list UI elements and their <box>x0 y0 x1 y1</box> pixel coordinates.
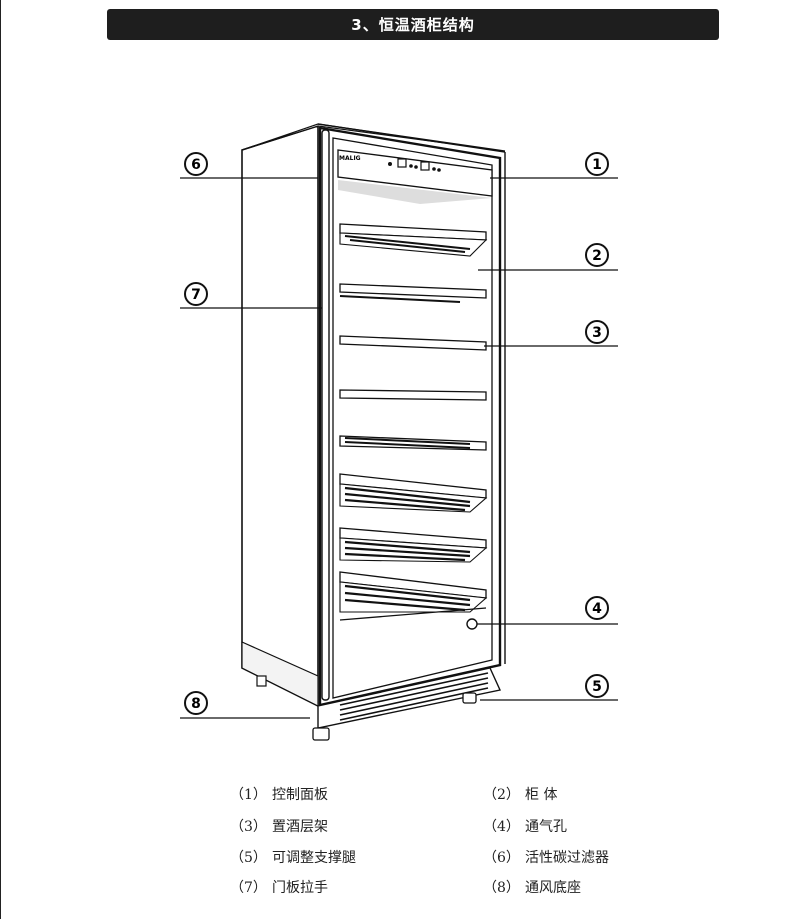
svg-text:6: 6 <box>191 157 201 173</box>
door-handle <box>321 129 330 701</box>
cabinet-door-frame <box>318 126 502 707</box>
legend-item-5: （5）可调整支撑腿 <box>230 850 356 866</box>
vent-hole <box>466 618 478 630</box>
legend-item-1: （1）控制面板 <box>230 787 328 803</box>
legend-item-2: （2）柜 体 <box>483 787 558 803</box>
front-foot-right <box>462 692 477 704</box>
svg-text:8: 8 <box>191 696 201 712</box>
cabinet-top <box>241 123 506 152</box>
legend-item-4: （4）通气孔 <box>483 819 567 835</box>
svg-text:3: 3 <box>592 325 602 341</box>
section-title-bar: 3、恒温酒柜结构 <box>107 9 719 40</box>
svg-text:4: 4 <box>592 601 602 617</box>
legend-item-8: （8）通风底座 <box>483 880 581 896</box>
page-left-border <box>0 0 1 919</box>
callout-badge-3: 3 <box>585 320 609 344</box>
callout-badge-6: 6 <box>184 152 208 176</box>
callout-badge-4: 4 <box>585 596 609 620</box>
section-title: 3、恒温酒柜结构 <box>351 16 475 34</box>
callout-badge-5: 5 <box>585 674 609 698</box>
svg-text:7: 7 <box>191 287 201 303</box>
callout-lines <box>180 177 618 719</box>
svg-text:1: 1 <box>592 157 602 173</box>
callout-badge-2: 2 <box>585 243 609 267</box>
legend-item-7: （7）门板拉手 <box>230 880 328 896</box>
legend-item-6: （6）活性碳过滤器 <box>483 850 609 866</box>
callout-badge-8: 8 <box>184 691 208 715</box>
ventilated-base <box>317 667 501 729</box>
legend-item-3: （3）置酒层架 <box>230 819 328 835</box>
cabinet-door-glass <box>332 137 493 699</box>
shelves <box>339 223 488 621</box>
front-foot-left <box>312 727 330 741</box>
brand-logo: MALIG <box>339 155 361 162</box>
callout-badge-7: 7 <box>184 282 208 306</box>
control-panel <box>337 149 493 197</box>
cabinet-side-panel <box>241 124 319 708</box>
callout-badge-1: 1 <box>585 152 609 176</box>
svg-text:5: 5 <box>592 679 602 695</box>
svg-text:2: 2 <box>592 248 602 264</box>
